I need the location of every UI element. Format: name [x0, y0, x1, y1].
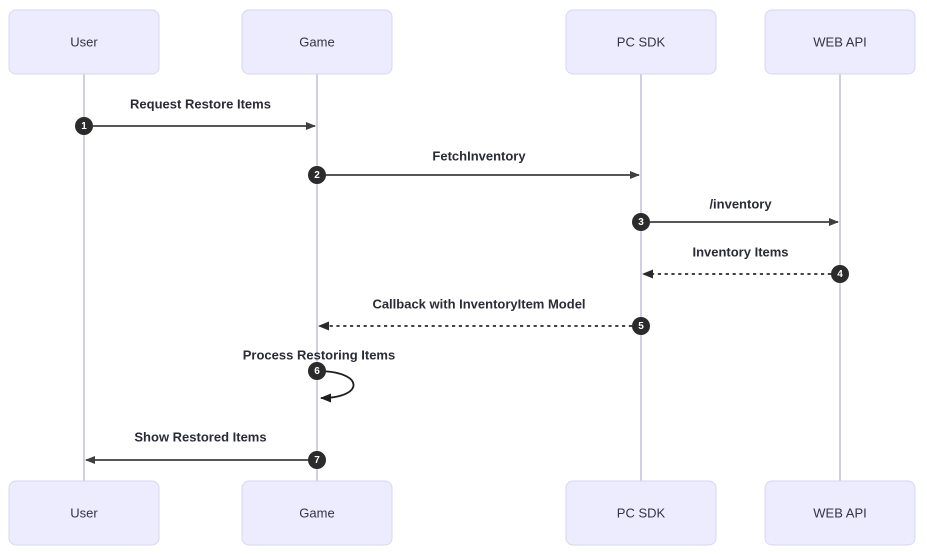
sequence-number-5: 5: [632, 317, 650, 335]
actor-label-game: Game: [299, 34, 334, 49]
actor-box-top-pcsdk[interactable]: PC SDK: [565, 9, 717, 75]
sequence-number-2: 2: [308, 166, 326, 184]
actor-box-top-user[interactable]: User: [8, 9, 160, 75]
message-label-1: Request Restore Items: [130, 96, 271, 111]
message-3[interactable]: 3/inventory: [632, 196, 839, 231]
actor-box-bottom-webapi[interactable]: WEB API: [764, 480, 916, 546]
message-label-3: /inventory: [709, 196, 772, 211]
actor-box-rect-game: [241, 9, 393, 75]
sequence-number-text-1: 1: [81, 121, 87, 132]
actor-box-rect-webapi: [764, 480, 916, 546]
sequence-number-circle-1: [75, 117, 93, 135]
sequence-number-circle-7: [308, 451, 326, 469]
sequence-number-text-5: 5: [638, 321, 644, 332]
sequence-number-circle-5: [632, 317, 650, 335]
top-actor-boxes-group: User Game PC SDK WEB API: [8, 9, 916, 75]
bottom-actor-boxes-group: User Game PC SDK WEB API: [8, 480, 916, 546]
actor-box-rect-user: [8, 9, 160, 75]
message-1[interactable]: 1 Request Restore Items: [75, 96, 316, 135]
sequence-number-text-7: 7: [314, 455, 320, 466]
message-2[interactable]: 2 FetchInventory: [308, 148, 640, 184]
message-label-4: Inventory Items: [692, 244, 788, 259]
actor-label-game: Game: [299, 505, 334, 520]
sequence-number-text-2: 2: [314, 170, 320, 181]
sequence-number-text-6: 6: [314, 366, 320, 377]
actor-box-rect-webapi: [764, 9, 916, 75]
message-self-loop-6: [316, 370, 355, 403]
sequence-number-7: 7: [308, 451, 326, 469]
message-label-7: Show Restored Items: [134, 429, 266, 444]
actor-label-user: User: [70, 34, 98, 49]
actor-box-bottom-user[interactable]: User: [8, 480, 160, 546]
message-4[interactable]: 4 Inventory Items: [642, 244, 849, 283]
actor-box-rect-user: [8, 480, 160, 546]
sequence-number-circle-4: [831, 265, 849, 283]
sequence-number-circle-2: [308, 166, 326, 184]
message-label-5: Callback with InventoryItem Model: [372, 296, 585, 311]
actor-box-top-webapi[interactable]: WEB API: [764, 9, 916, 75]
sequence-number-1: 1: [75, 117, 93, 135]
message-label-6: Process Restoring Items: [243, 347, 395, 362]
actor-box-top-game[interactable]: Game: [241, 9, 393, 75]
actor-label-user: User: [70, 505, 98, 520]
sequence-number-6: 6: [308, 362, 326, 380]
message-5[interactable]: 5 Callback with InventoryItem Model: [318, 296, 650, 335]
message-7[interactable]: 7 Show Restored Items: [85, 429, 326, 469]
actor-box-bottom-game[interactable]: Game: [241, 480, 393, 546]
actor-box-rect-game: [241, 480, 393, 546]
message-6[interactable]: 6 Process Restoring Items: [243, 347, 395, 403]
sequence-number-4: 4: [831, 265, 849, 283]
sequence-number-3: 3: [632, 213, 650, 231]
sequence-number-text-4: 4: [837, 269, 843, 280]
actor-label-webapi: WEB API: [813, 505, 866, 520]
actor-box-rect-pcsdk: [565, 9, 717, 75]
sequence-number-text-3: 3: [638, 217, 644, 228]
lifelines-group: [83, 74, 841, 481]
sequence-number-circle-3: [632, 213, 650, 231]
actor-label-pcsdk: PC SDK: [617, 505, 666, 520]
messages-group: 1 Request Restore Items 2 FetchInventory 3/i…: [75, 96, 849, 469]
actor-label-webapi: WEB API: [813, 34, 866, 49]
actor-label-pcsdk: PC SDK: [617, 34, 666, 49]
actor-box-bottom-pcsdk[interactable]: PC SDK: [565, 480, 717, 546]
actor-box-rect-pcsdk: [565, 480, 717, 546]
message-label-2: FetchInventory: [432, 148, 526, 163]
sequence-number-circle-6: [308, 362, 326, 380]
